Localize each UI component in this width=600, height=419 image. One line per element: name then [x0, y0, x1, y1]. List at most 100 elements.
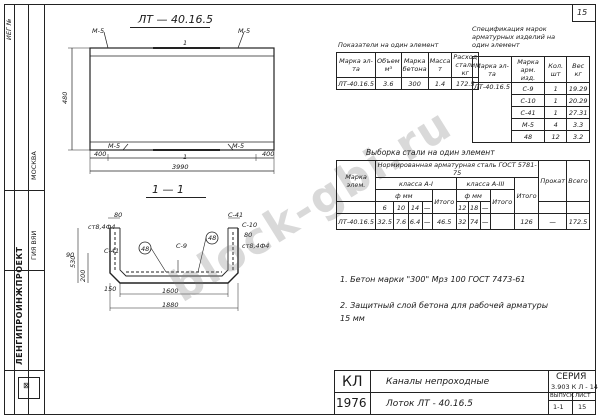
steel-h-itogo3: Итого — [489, 189, 515, 214]
steel-title: Выборка стали на один элемент — [366, 148, 495, 157]
steel-v1: 7.6 — [393, 213, 409, 230]
steel-v1: 6.4 — [407, 213, 423, 230]
section-mark-c41-top: С-41 — [228, 211, 244, 219]
steel-itogo1: 46.5 — [431, 213, 457, 230]
plan-view — [68, 31, 275, 174]
sheet-number: 15 — [577, 8, 588, 17]
spec-row-mark: С-41 — [511, 106, 546, 119]
section-view — [77, 217, 240, 311]
indicators-table: Марка эл-та Объем м³ Марка бетона Масса … — [335, 52, 480, 90]
section-title-underline — [146, 197, 206, 198]
emblem-icon — [18, 377, 40, 399]
ind-mass: 1.4 — [427, 77, 453, 90]
ind-h-concrete: Марка бетона — [400, 52, 429, 78]
section-dim-200: 200 — [79, 269, 87, 282]
tb-issue-val: 1-1 — [553, 403, 564, 411]
section-phi-left: ст8,4Ф4 — [88, 223, 116, 231]
inv-label: ИЕГ № — [5, 18, 13, 40]
left-stamp-inner — [14, 4, 15, 415]
plan-dim-height: 480 — [61, 91, 69, 104]
org-sub: ГИЯ ВЯИ — [30, 230, 38, 260]
section-bubble-48-left: 48 — [141, 245, 150, 253]
plan-mark-m5-bl: М-5 — [108, 142, 121, 150]
steel-v1: — — [421, 213, 433, 230]
spec-row-weight: 3.2 — [566, 130, 590, 143]
spec-row-weight: 19.29 — [566, 82, 590, 95]
steel-d3: 12 — [455, 201, 469, 214]
section-bubble-48-right: 48 — [208, 234, 217, 242]
ind-mark: ЛТ-40.16.5 — [335, 77, 377, 90]
left-stamp-div2 — [4, 270, 44, 271]
note-1: 1. Бетон марки "300" Мрз 100 ГОСТ 7473-6… — [340, 275, 526, 284]
steel-h-mm1: ф мм — [375, 189, 433, 202]
tb-line1: Каналы непроходные — [386, 377, 490, 387]
plan-dim-length: 3990 — [172, 163, 189, 171]
steel-h-mm3: ф мм — [455, 189, 491, 202]
spec-row-qty: 1 — [544, 106, 568, 119]
steel-itogo: 126 — [513, 213, 540, 230]
steel-blank — [335, 201, 377, 214]
spec-row-mark: 48 — [511, 130, 546, 143]
section-title: 1 — 1 — [152, 183, 184, 196]
steel-blank — [489, 213, 515, 230]
steel-d1: 10 — [393, 201, 409, 214]
section-mark-c10: С-10 — [242, 221, 258, 229]
spec-mark: ЛТ-40.16.5 — [471, 82, 513, 143]
tb-sheet-val: 15 — [578, 403, 587, 411]
spec-table: Марка эл-та Марка арм. изд. Кол. шт Вес … — [471, 56, 590, 143]
steel-h-total: Итого — [513, 177, 540, 214]
plan-section-one-top: 1 — [183, 39, 188, 47]
spec-row-qty: 1 — [544, 94, 568, 107]
section-dim-80-right: 80 — [244, 231, 253, 239]
org-city: МОСКВА — [30, 151, 38, 180]
tb-issue-label: ВЫПУСК — [550, 393, 574, 399]
tb-h1 — [334, 392, 596, 393]
section-dim-1880: 1880 — [162, 301, 179, 309]
emblem-icon-glyph: ⊠ — [23, 381, 30, 390]
spec-row-mark: М-5 — [511, 118, 546, 131]
spec-row-mark: С-9 — [511, 82, 546, 95]
spec-row-mark: С-10 — [511, 94, 546, 107]
spec-h-mark: Марка эл-та — [471, 56, 513, 83]
steel-blank — [566, 201, 590, 214]
steel-mark: ЛТ-40.16.5 — [335, 213, 377, 230]
indicators-title: Показатели на один элемент — [338, 41, 439, 49]
steel-d1: 14 — [407, 201, 423, 214]
steel-table: Марка элем. Нормированная арматурная ста… — [335, 160, 590, 230]
steel-h-all: Всего — [566, 160, 590, 202]
steel-v3: 74 — [467, 213, 481, 230]
section-mark-c9: С-9 — [176, 242, 188, 250]
section-dim-1600: 1600 — [162, 287, 179, 295]
steel-h-prokat: Прокат — [538, 160, 567, 202]
plan-dim-400-left: 400 — [94, 150, 107, 158]
left-stamp-div1 — [4, 190, 44, 191]
steel-v3: 32 — [455, 213, 469, 230]
steel-v1: 32.5 — [375, 213, 395, 230]
plan-section-one-bot: 1 — [183, 153, 188, 161]
sheet-number-box — [572, 4, 596, 22]
tb-sheet-label: ЛИСТ — [575, 393, 591, 399]
plan-mark-m5-tr: М-5 — [238, 27, 251, 35]
steel-vsego: 172.5 — [566, 213, 590, 230]
steel-d1: — — [421, 201, 433, 214]
section-dim-530: 530 — [69, 255, 77, 268]
spec-h-qty: Кол. шт — [544, 56, 568, 83]
steel-d1: 6 — [375, 201, 395, 214]
spec-row-weight: 20.29 — [566, 94, 590, 107]
section-dim-80-left: 80 — [114, 211, 123, 219]
spec-row-weight: 3.3 — [566, 118, 590, 131]
steel-h-class3: класса А-III — [455, 177, 515, 190]
spec-title: Спецификация марок арматурных изделий на… — [472, 25, 556, 49]
left-stamp-border — [44, 4, 45, 415]
tb-series-label: СЕРИЯ — [556, 372, 587, 382]
spec-row-qty: 12 — [544, 130, 568, 143]
spec-row-qty: 1 — [544, 82, 568, 95]
spec-row-qty: 4 — [544, 118, 568, 131]
spec-row-weight: 27.31 — [566, 106, 590, 119]
tb-kl: КЛ — [342, 374, 363, 390]
ind-vol: 3.6 — [375, 77, 402, 90]
steel-prokat: — — [538, 213, 567, 230]
ind-concrete: 300 — [400, 77, 429, 90]
tb-year: 1976 — [336, 396, 367, 410]
